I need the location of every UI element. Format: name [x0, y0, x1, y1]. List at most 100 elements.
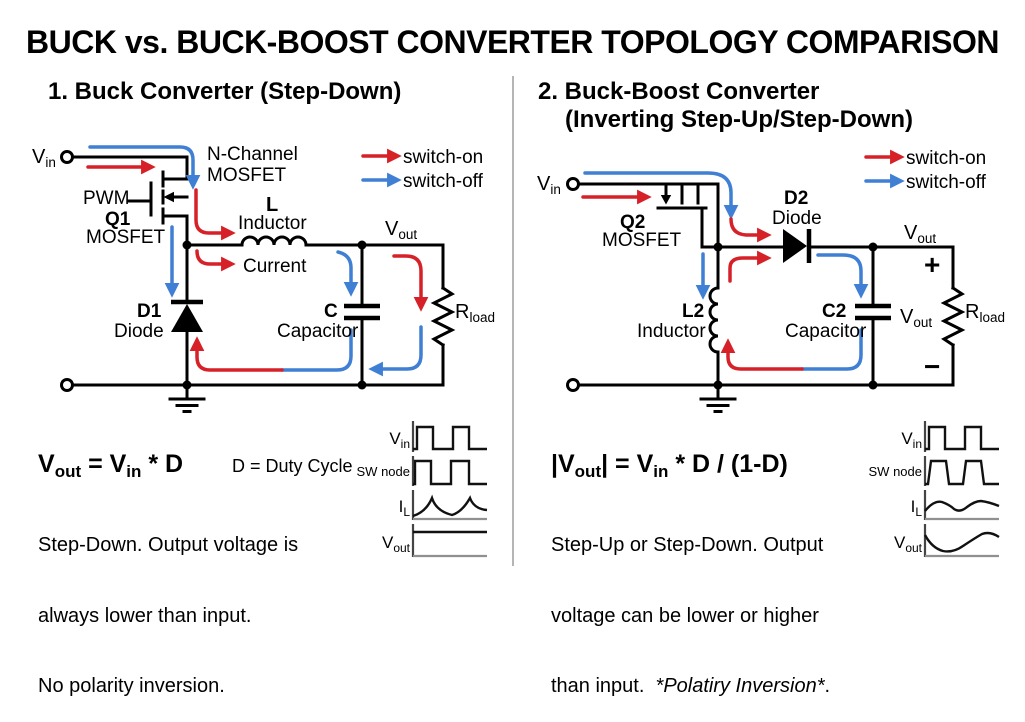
buck-boost-resistor-symbol [940, 285, 966, 348]
sw-node-waveform [925, 459, 999, 486]
switch-off-arrow [368, 325, 423, 377]
sw-node-waveform [413, 459, 487, 486]
waveform-vout-label: Vout [382, 533, 411, 555]
q1-name-label: MOSFET [86, 227, 166, 248]
buck-description-line3: No polarity inversion. [38, 675, 225, 697]
l-ref-label: L [266, 194, 278, 216]
switch-on-arrow [728, 250, 772, 283]
switch-on-arrow [194, 188, 236, 241]
pwm-label: PWM [83, 188, 129, 209]
buck-boost-capacitor-symbol [855, 303, 891, 321]
c-ref-label: C [324, 301, 338, 322]
q2-name-label: MOSFET [602, 230, 682, 251]
circuit-diagram-svg: Vin PWM Q1 MOSFET N-Channel MOSFET L Ind… [32, 144, 1005, 558]
waveform-il-label: IL [911, 497, 923, 519]
legend-switch-on-label: switch-on [906, 148, 986, 169]
buck-boost-description-line1: Step-Up or Step-Down. Output [551, 534, 824, 556]
current-label: Current [243, 256, 307, 277]
buck-boost-mosfet-symbol [656, 182, 720, 249]
buck-boost-description: Step-Up or Step-Down. Output voltage can… [551, 487, 830, 722]
buck-boost-waveforms: Vin SW node IL Vout [869, 421, 1000, 558]
waveform-vout-label: Vout [894, 533, 923, 555]
switch-on-arrow [195, 249, 236, 272]
polarity-inversion-note: *Polatiry Inversion* [655, 675, 825, 697]
switch-off-flow-line [800, 328, 863, 371]
duty-cycle-note: D = Duty Cycle [232, 456, 353, 476]
switch-on-arrow [729, 217, 772, 243]
c-name-label: Capacitor [277, 321, 359, 342]
buck-waveforms: Vin SW node IL Vout [357, 421, 488, 558]
waveform-sw-node-label: SW node [357, 464, 410, 479]
legend-switch-off-label: switch-off [403, 171, 484, 192]
l2-name-label: Inductor [637, 321, 706, 342]
vin-waveform [413, 425, 487, 451]
plus-sign: + [924, 249, 940, 280]
buck-resistor-symbol [430, 285, 456, 348]
buck-formula: Vout = Vin * D [38, 450, 184, 481]
buck-wires [70, 155, 445, 387]
buck-boost-current-arrows [581, 171, 869, 371]
buck-circuit: Vin PWM Q1 MOSFET N-Channel MOSFET L Ind… [32, 144, 495, 413]
buck-boost-description-line2: voltage can be lower or higher [551, 604, 819, 627]
rload-label: Rload [965, 301, 1005, 325]
c2-name-label: Capacitor [785, 321, 867, 342]
switch-off-arrow [336, 250, 359, 297]
switch-off-flow-line [280, 328, 353, 372]
vin-label: Vin [32, 146, 56, 170]
d1-ref-label: D1 [137, 301, 162, 322]
waveform-sw-node-label: SW node [869, 464, 922, 479]
return-terminal [566, 378, 580, 392]
buck-boost-formula: |Vout| = Vin * D / (1-D) [551, 450, 788, 481]
buck-inductor-symbol [240, 235, 308, 247]
node-dots [713, 242, 878, 390]
vin-label: Vin [537, 173, 561, 197]
panel-divider [512, 76, 514, 566]
switch-on-arrow [720, 338, 804, 371]
legend-switch-on-label: switch-on [403, 147, 483, 168]
buck-capacitor-symbol [344, 303, 380, 321]
buck-description-line1: Step-Down. Output voltage is [38, 534, 299, 556]
right-heading-line2: (Inverting Step-Up/Step-Down) [565, 106, 913, 133]
rload-label: Rload [455, 301, 495, 325]
buck-boost-legend: switch-on switch-off [864, 148, 987, 193]
vout-top-label: Vout [904, 222, 936, 246]
buck-boost-description-line3: than input. *Polatiry Inversion*. [551, 675, 831, 697]
waveform-vin-label: Vin [901, 429, 922, 451]
vout-label: Vout [385, 218, 417, 242]
c2-ref-label: C2 [822, 301, 846, 322]
waveform-il-label: IL [399, 497, 411, 519]
switch-on-arrow [189, 336, 284, 372]
switch-off-arrow [88, 145, 201, 190]
il-waveform [924, 499, 1000, 512]
l2-ref-label: L2 [682, 301, 704, 322]
page-title: BUCK vs. BUCK-BOOST CONVERTER TOPOLOGY C… [26, 24, 999, 60]
buck-boost-circuit: Vin Q2 MOSFET D2 Diode Vout + L2 Inducto… [537, 171, 1005, 413]
vout-waveform [923, 531, 1000, 553]
node-dots [182, 240, 367, 390]
switch-off-arrow [816, 253, 869, 299]
switch-on-arrow [392, 254, 429, 312]
minus-sign: − [924, 351, 940, 382]
buck-legend: switch-on switch-off [361, 147, 484, 192]
buck-description-line2: always lower than input. [38, 604, 252, 627]
switch-off-arrow [583, 171, 739, 220]
vin-waveform [925, 425, 999, 451]
buck-current-arrows [86, 145, 429, 377]
buck-mosfet-symbol [126, 170, 189, 225]
buck-description: Step-Down. Output voltage is always lowe… [38, 487, 298, 722]
input-terminal [60, 150, 74, 164]
right-heading-line1: 2. Buck-Boost Converter [538, 78, 820, 105]
return-terminal [60, 378, 74, 392]
il-waveform [412, 494, 488, 518]
q2-ref-label: Q2 [620, 212, 645, 233]
d2-ref-label: D2 [784, 188, 808, 209]
d1-name-label: Diode [114, 321, 164, 342]
legend-switch-off-label: switch-off [906, 172, 987, 193]
nchannel-label-line2: MOSFET [207, 165, 287, 186]
nchannel-label-line1: N-Channel [207, 144, 298, 165]
left-panel-heading: 1. Buck Converter (Step-Down) [48, 78, 402, 105]
buck-diode-symbol [171, 299, 203, 332]
right-panel-heading: 2. Buck-Boost Converter (Inverting Step-… [538, 78, 913, 134]
d2-name-label: Diode [772, 208, 822, 229]
buck-boost-diode-symbol [783, 229, 812, 263]
